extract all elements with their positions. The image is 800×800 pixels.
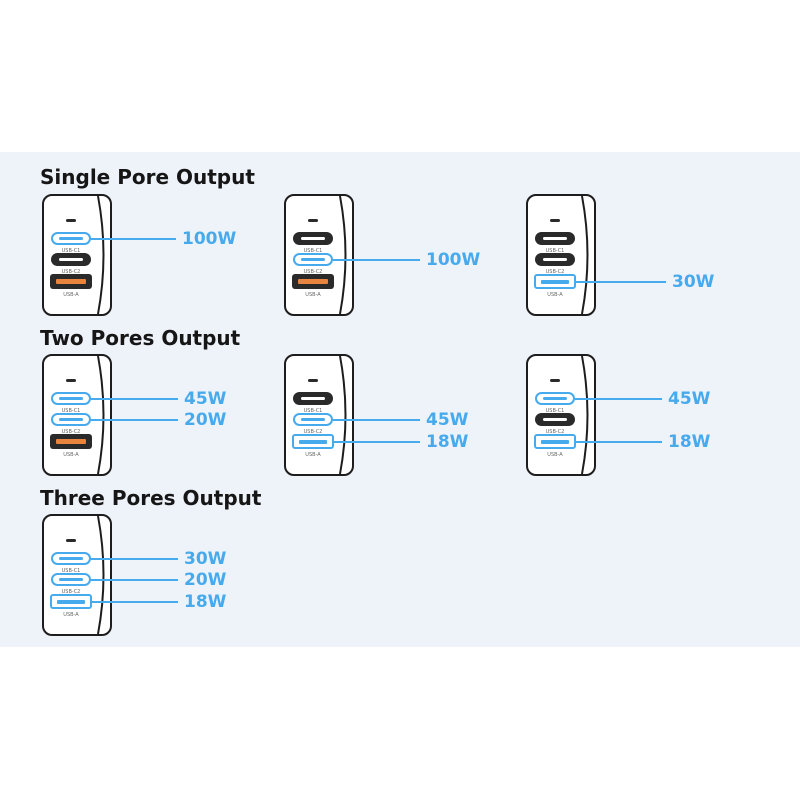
port-label-a: USB-A — [305, 452, 321, 458]
charger-side-edge — [581, 355, 589, 475]
wattage-c1: 45W — [668, 388, 711, 409]
port-label-c2: USB-C2 — [61, 429, 81, 435]
charger-side-edge — [97, 515, 105, 635]
wattage-c2: 20W — [184, 409, 227, 430]
leader-line-c1 — [91, 237, 176, 240]
port-label-c1: USB-C1 — [545, 248, 565, 254]
port-label-c1: USB-C1 — [545, 408, 565, 414]
port-c2 — [535, 253, 575, 266]
port-c2-active — [51, 413, 91, 426]
indicator-light — [66, 219, 76, 222]
port-label-a: USB-A — [547, 452, 563, 458]
port-label-c2: USB-C2 — [61, 269, 81, 275]
heading-single-pore-output: Single Pore Output — [40, 165, 255, 189]
indicator-light — [550, 219, 560, 222]
leader-line-a — [576, 440, 662, 443]
port-c1 — [535, 232, 575, 245]
port-label-c2: USB-C2 — [545, 269, 565, 275]
port-c1-active — [535, 392, 575, 405]
port-label-c1: USB-C1 — [61, 568, 81, 574]
port-c1 — [293, 232, 333, 245]
port-label-a: USB-A — [63, 612, 79, 618]
leader-line-c2 — [91, 578, 178, 581]
port-a-active — [534, 274, 576, 289]
indicator-light — [66, 379, 76, 382]
port-label-a: USB-A — [63, 452, 79, 458]
port-a — [292, 274, 334, 289]
port-label-c2: USB-C2 — [545, 429, 565, 435]
port-label-c1: USB-C1 — [61, 248, 81, 254]
leader-line-c2 — [333, 258, 420, 261]
port-a-active — [292, 434, 334, 449]
port-a-active — [50, 594, 92, 609]
wattage-c2: 20W — [184, 569, 227, 590]
port-c2 — [535, 413, 575, 426]
leader-line-c2 — [333, 418, 420, 421]
port-label-a: USB-A — [547, 292, 563, 298]
wattage-c2: 45W — [426, 409, 469, 430]
port-c1-active — [51, 232, 91, 245]
port-c2-active — [51, 573, 91, 586]
port-label-c1: USB-C1 — [61, 408, 81, 414]
port-c2-active — [293, 413, 333, 426]
charger-side-edge — [339, 355, 347, 475]
indicator-light — [308, 219, 318, 222]
port-a — [50, 434, 92, 449]
port-label-c2: USB-C2 — [303, 269, 323, 275]
background-panel — [0, 152, 800, 647]
charger-side-edge — [581, 195, 589, 315]
wattage-a: 30W — [672, 271, 715, 292]
heading-two-pores-output: Two Pores Output — [40, 326, 241, 350]
port-label-c2: USB-C2 — [303, 429, 323, 435]
port-c2-active — [293, 253, 333, 266]
leader-line-a — [334, 440, 420, 443]
wattage-c1: 45W — [184, 388, 227, 409]
port-a-active — [534, 434, 576, 449]
leader-line-c1 — [91, 397, 178, 400]
wattage-a: 18W — [184, 591, 227, 612]
port-label-c1: USB-C1 — [303, 408, 323, 414]
charger-side-edge — [97, 355, 105, 475]
leader-line-c1 — [91, 557, 178, 560]
port-a — [50, 274, 92, 289]
leader-line-c1 — [575, 397, 662, 400]
port-label-a: USB-A — [305, 292, 321, 298]
leader-line-a — [576, 280, 666, 283]
indicator-light — [550, 379, 560, 382]
heading-three-pores-output: Three Pores Output — [40, 486, 262, 510]
port-c1 — [293, 392, 333, 405]
leader-line-a — [92, 600, 178, 603]
leader-line-c2 — [91, 418, 178, 421]
wattage-a: 18W — [668, 431, 711, 452]
port-label-a: USB-A — [63, 292, 79, 298]
port-label-c1: USB-C1 — [303, 248, 323, 254]
charger-side-edge — [339, 195, 347, 315]
indicator-light — [308, 379, 318, 382]
port-c2 — [51, 253, 91, 266]
indicator-light — [66, 539, 76, 542]
wattage-c2: 100W — [426, 249, 481, 270]
wattage-a: 18W — [426, 431, 469, 452]
charger-side-edge — [97, 195, 105, 315]
port-c1-active — [51, 392, 91, 405]
port-label-c2: USB-C2 — [61, 589, 81, 595]
port-c1-active — [51, 552, 91, 565]
wattage-c1: 30W — [184, 548, 227, 569]
wattage-c1: 100W — [182, 228, 237, 249]
